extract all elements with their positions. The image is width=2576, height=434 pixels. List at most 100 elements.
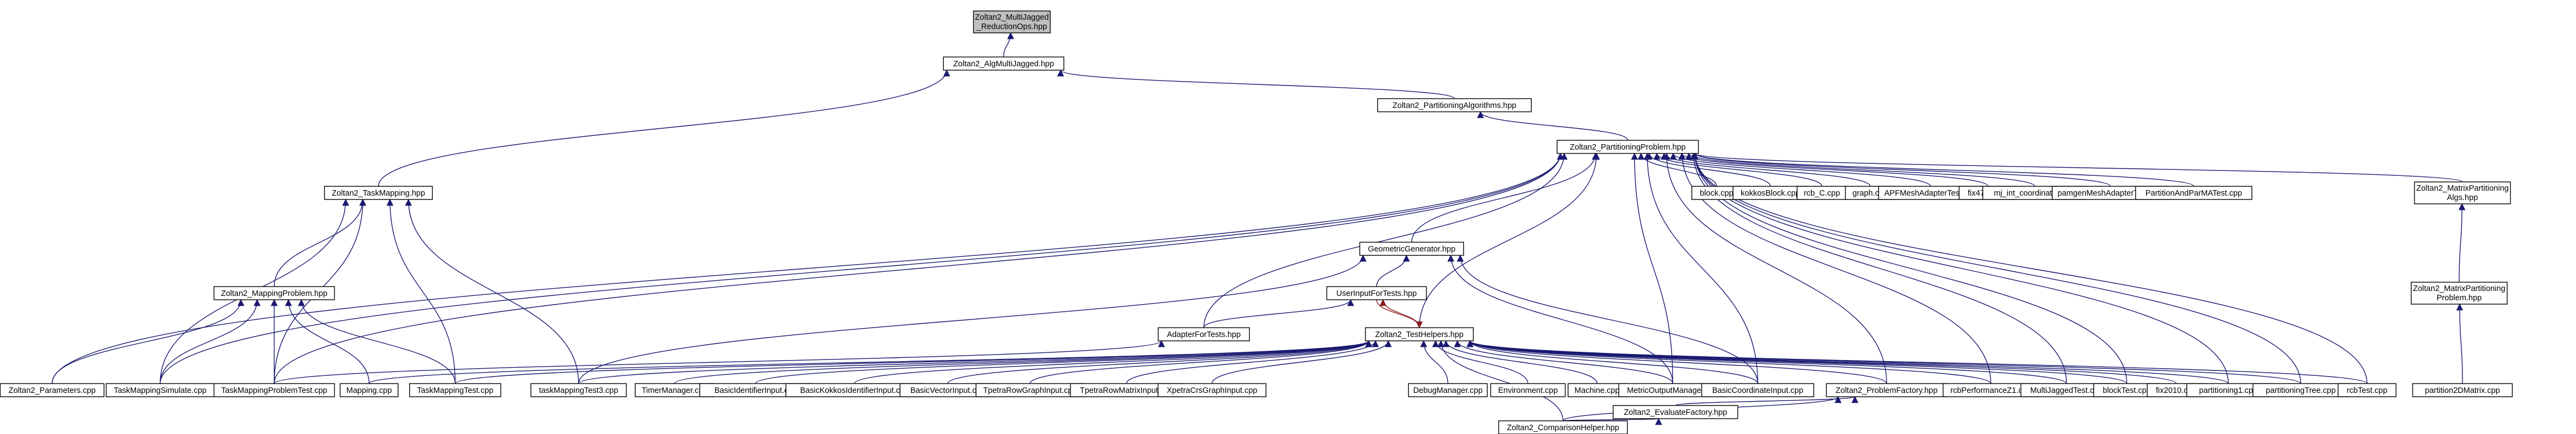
node-box xyxy=(339,383,399,397)
node-label: Environment.cpp xyxy=(1498,386,1558,395)
node-box xyxy=(1158,327,1250,341)
node-box xyxy=(1612,405,1739,419)
node-label: Zoltan2_EvaluateFactory.hpp xyxy=(1624,408,1727,417)
edge-pp-to-palg xyxy=(1477,111,1628,141)
node-xcgi[interactable]: XpetraCrsGraphInput.cpp xyxy=(1157,383,1267,397)
node-box xyxy=(2135,186,2252,200)
node-label: block.cpp xyxy=(1700,189,1733,198)
node-label: MultiJaggedTest.cpp xyxy=(2030,386,2103,395)
node-label: Zoltan2_MappingProblem.hpp xyxy=(221,289,327,298)
node-tmt3[interactable]: taskMappingTest3.cpp xyxy=(530,383,627,397)
node-label: BasicCoordinateInput.cpp xyxy=(1712,386,1803,395)
edge-tfgi-to-th xyxy=(1029,340,1372,384)
node-th[interactable]: Zoltan2_TestHelpers.hpp xyxy=(1365,327,1474,341)
node-label: UserInputForTests.hpp xyxy=(1337,289,1417,298)
node-ch[interactable]: Zoltan2_ComparisonHelper.hpp xyxy=(1498,420,1628,434)
node-mapping[interactable]: Mapping.cpp xyxy=(339,383,399,397)
edge-geo-to-pp xyxy=(1411,152,1599,243)
node-label: Zoltan2_Parameters.cpp xyxy=(9,386,96,395)
node-zc[interactable]: rcb_C.cpp xyxy=(1797,186,1847,200)
edge-tmsim-to-mp xyxy=(160,299,261,384)
edge-rcbp-to-th xyxy=(1467,340,1991,384)
node-bci[interactable]: BasicCoordinateInput.cpp xyxy=(1701,383,1814,397)
node-box xyxy=(2414,181,2511,204)
edge-tfmi-to-th xyxy=(1126,340,1379,384)
edge-fix2010-to-th xyxy=(1467,340,2177,384)
node-tmt[interactable]: TaskMappingTest.cpp xyxy=(409,383,501,397)
node-label: Zoltan2_AlgMultiJagged.hpp xyxy=(953,60,1054,68)
node-mp[interactable]: Zoltan2_MappingProblem.hpp xyxy=(213,286,335,300)
node-env[interactable]: Environment.cpp xyxy=(1490,383,1566,397)
edge-pamgen-to-pp xyxy=(1691,152,2111,187)
node-pama[interactable]: PartitionAndParMATest.cpp xyxy=(2135,186,2252,200)
node-geo[interactable]: GeometricGenerator.hpp xyxy=(1359,242,1464,256)
node-tmpt[interactable]: TaskMappingProblemTest.cpp xyxy=(213,383,335,397)
edge-rcbt-to-th xyxy=(1467,340,2368,384)
edge-env-to-th xyxy=(1432,340,1528,384)
edge-tmt3-to-geo xyxy=(578,254,1367,384)
node-ef[interactable]: Zoltan2_EvaluateFactory.hpp xyxy=(1612,405,1739,419)
node-label: Mapping.cpp xyxy=(346,386,392,395)
node-label: partitioningTree.cpp xyxy=(2266,386,2336,395)
node-box xyxy=(2410,282,2508,305)
node-aft[interactable]: AdapterForTests.hpp xyxy=(1158,327,1250,341)
edge-part1-to-th xyxy=(1467,340,2229,384)
node-box xyxy=(1797,186,1847,200)
node-box xyxy=(1326,286,1427,300)
node-pf[interactable]: Zoltan2_ProblemFactory.hpp xyxy=(1826,383,1947,397)
edge-mom-to-geo xyxy=(1447,254,1673,384)
edge-p2d-to-matpp xyxy=(2456,303,2464,384)
node-box xyxy=(213,286,335,300)
edge-tmsim-to-pp xyxy=(160,152,1564,384)
node-label: kokkosBlock.cpp xyxy=(1741,189,1800,198)
node-uift[interactable]: UserInputForTests.hpp xyxy=(1326,286,1427,300)
node-dbg[interactable]: DebugManager.cpp xyxy=(1408,383,1488,397)
node-label: TpetraRowGraphInput.cpp xyxy=(983,386,1077,395)
node-box xyxy=(0,383,105,397)
node-params[interactable]: Zoltan2_Parameters.cpp xyxy=(0,383,105,397)
edge-params-to-mp xyxy=(52,299,245,384)
edge-uift-to-th xyxy=(1376,299,1423,329)
edge-matpp-to-matpa xyxy=(2458,203,2466,283)
node-tm[interactable]: Zoltan2_TaskMapping.hpp xyxy=(324,186,433,200)
node-ptree[interactable]: partitioningTree.cpp xyxy=(2252,383,2349,397)
edge-tmpt-to-aft xyxy=(274,340,1165,384)
node-p2d[interactable]: partition2DMatrix.cpp xyxy=(2412,383,2513,397)
node-mach[interactable]: Machine.cpp xyxy=(1567,383,1627,397)
edge-pf-to-th xyxy=(1467,340,1887,384)
node-label: Zoltan2_ProblemFactory.hpp xyxy=(1836,386,1938,395)
node-box xyxy=(530,383,627,397)
node-rcbt[interactable]: rcbTest.cpp xyxy=(2337,383,2397,397)
node-box xyxy=(213,383,335,397)
node-label: BasicVectorInput.cpp xyxy=(910,386,985,395)
edge-bii-to-th xyxy=(755,340,1372,384)
edge-pama-to-pp xyxy=(1691,152,2194,187)
edge-uift-to-geo xyxy=(1376,254,1410,287)
edge-mapping-to-mp xyxy=(285,299,370,384)
node-box xyxy=(1567,383,1627,397)
node-root[interactable]: Zoltan2_MultiJagged_ReductionOps.hpp xyxy=(973,10,1051,33)
edge-ch-to-th xyxy=(1437,340,1564,421)
node-kblock[interactable]: kokkosBlock.cpp xyxy=(1733,186,1808,200)
node-algmj[interactable]: Zoltan2_AlgMultiJagged.hpp xyxy=(943,56,1065,71)
node-box xyxy=(1498,420,1628,434)
node-palg[interactable]: Zoltan2_PartitioningAlgorithms.hpp xyxy=(1377,98,1532,112)
node-label: partition2DMatrix.cpp xyxy=(2425,386,2500,395)
node-label: taskMappingTest3.cpp xyxy=(539,386,618,395)
edge-tm-to-algmj xyxy=(378,69,950,187)
node-box xyxy=(2252,383,2349,397)
node-tmsim[interactable]: TaskMappingSimulate.cpp xyxy=(105,383,215,397)
node-label: Problem.hpp xyxy=(2437,294,2482,302)
edge-tmt-to-mp xyxy=(298,299,456,384)
edge-tmgr-to-th xyxy=(674,340,1372,384)
node-box xyxy=(943,56,1065,71)
node-label: GeometricGenerator.hpp xyxy=(1368,245,1456,254)
node-tfgi[interactable]: TpetraRowGraphInput.cpp xyxy=(975,383,1085,397)
node-pp[interactable]: Zoltan2_PartitioningProblem.hpp xyxy=(1556,140,1699,154)
node-label: Zoltan2_TestHelpers.hpp xyxy=(1375,330,1463,339)
node-box xyxy=(1556,140,1699,154)
edge-tmt3-to-tm xyxy=(405,198,579,384)
